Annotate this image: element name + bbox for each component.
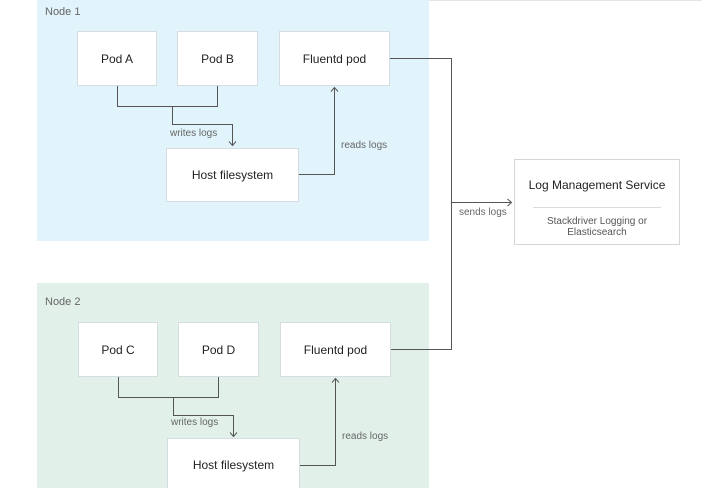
fluentd-pod-2-label: Fluentd pod <box>303 342 368 357</box>
writes-logs-1-label: writes logs <box>170 128 218 139</box>
host-filesystem-1-label: Host filesystem <box>191 168 274 182</box>
sends-logs-label: sends logs <box>459 207 507 218</box>
pod-d-box: Pod D <box>178 322 259 377</box>
service-subtitle: Stackdriver Logging or Elasticsearch <box>546 216 648 238</box>
fluentd-pod-1-box: Fluentd pod <box>279 31 390 86</box>
pod-b-box: Pod B <box>177 31 258 86</box>
log-management-service-box: Log Management Service Stackdriver Loggi… <box>514 159 680 245</box>
node-2-label: Node 2 <box>45 296 81 308</box>
host-filesystem-1-box: Host filesystem <box>166 148 299 202</box>
host-filesystem-2-box: Host filesystem <box>167 438 300 488</box>
host-filesystem-2-label: Host filesystem <box>192 458 275 472</box>
service-divider <box>533 207 661 208</box>
node-1-label: Node 1 <box>45 6 81 18</box>
top-rule <box>429 0 702 1</box>
pod-a-label: Pod A <box>100 51 134 66</box>
pod-c-label: Pod C <box>101 342 135 357</box>
pod-a-box: Pod A <box>77 31 157 86</box>
arrowhead-service <box>507 198 513 207</box>
writes-logs-2-label: writes logs <box>171 417 219 428</box>
service-title: Log Management Service <box>528 178 666 192</box>
pod-c-box: Pod C <box>78 322 158 377</box>
fluentd-pod-2-box: Fluentd pod <box>280 322 391 377</box>
reads-logs-2-label: reads logs <box>342 431 389 442</box>
fluentd-pod-1-label: Fluentd pod <box>302 51 367 66</box>
pod-b-label: Pod B <box>201 51 234 66</box>
pod-d-label: Pod D <box>201 342 236 357</box>
reads-logs-1-label: reads logs <box>341 140 388 151</box>
